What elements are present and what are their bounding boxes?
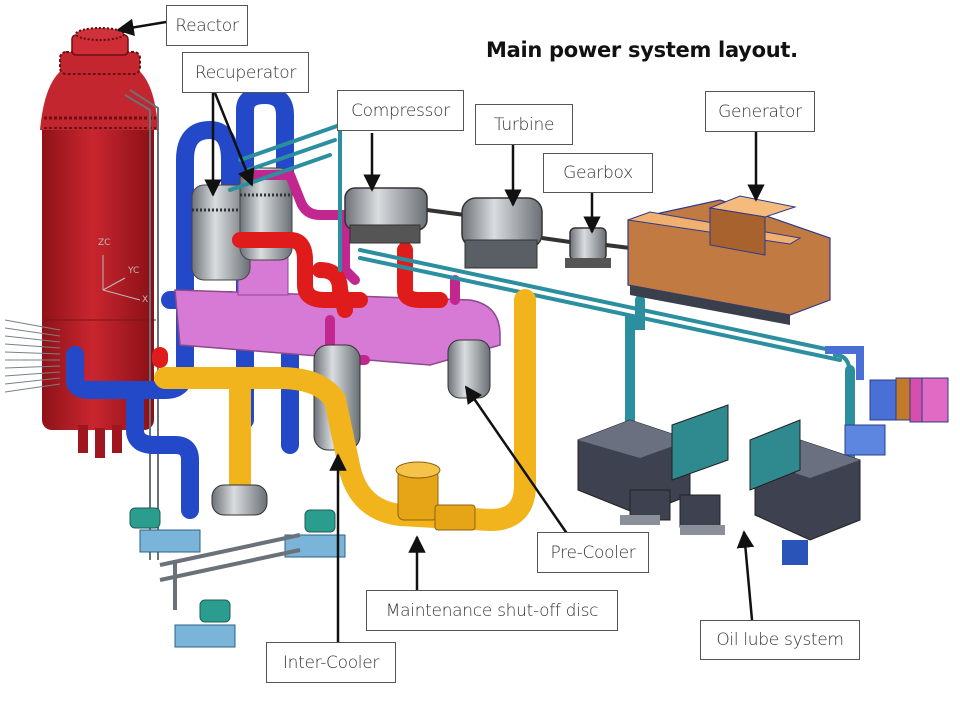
label-inter-cooler: Inter-Cooler	[266, 642, 396, 683]
hot-pipes	[152, 232, 448, 368]
generator	[627, 195, 831, 325]
label-gearbox: Gearbox	[543, 153, 653, 193]
label-oil-lube-system: Oil lube system	[700, 620, 860, 660]
instrument-lines	[124, 89, 159, 560]
turbine	[461, 197, 571, 269]
oil-lube-units	[577, 404, 861, 565]
label-generator: Generator	[705, 91, 815, 132]
axis-y-label: YC	[127, 266, 139, 276]
side-tanks	[825, 346, 949, 456]
compressor	[344, 187, 466, 244]
pump-skids	[129, 484, 346, 648]
maintenance-disc-housing	[395, 461, 476, 531]
reactor-fins	[4, 319, 61, 393]
label-recuperator: Recuperator	[182, 52, 309, 93]
label-turbine: Turbine	[475, 104, 573, 145]
yellow-pipe	[154, 289, 536, 531]
axis-x-label: X	[142, 295, 148, 305]
label-compressor: Compressor	[337, 90, 464, 131]
label-maintenance-disc: Maintenance shut-off disc	[366, 590, 618, 631]
diagram-title: Main power system layout.	[486, 38, 798, 62]
label-reactor: Reactor	[166, 5, 248, 46]
gearbox	[565, 227, 631, 268]
label-pre-cooler: Pre-Cooler	[537, 532, 649, 573]
callout-arrows	[116, 18, 765, 645]
axis-z-label: ZC	[98, 238, 110, 248]
